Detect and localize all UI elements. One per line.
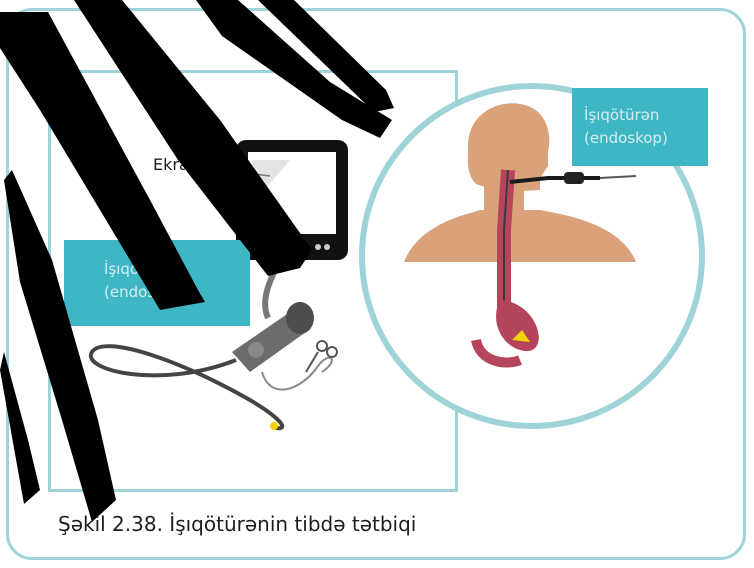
figure-caption: Şəkil 2.38. İşıqötürənin tibdə tətbiqi [58,512,416,536]
